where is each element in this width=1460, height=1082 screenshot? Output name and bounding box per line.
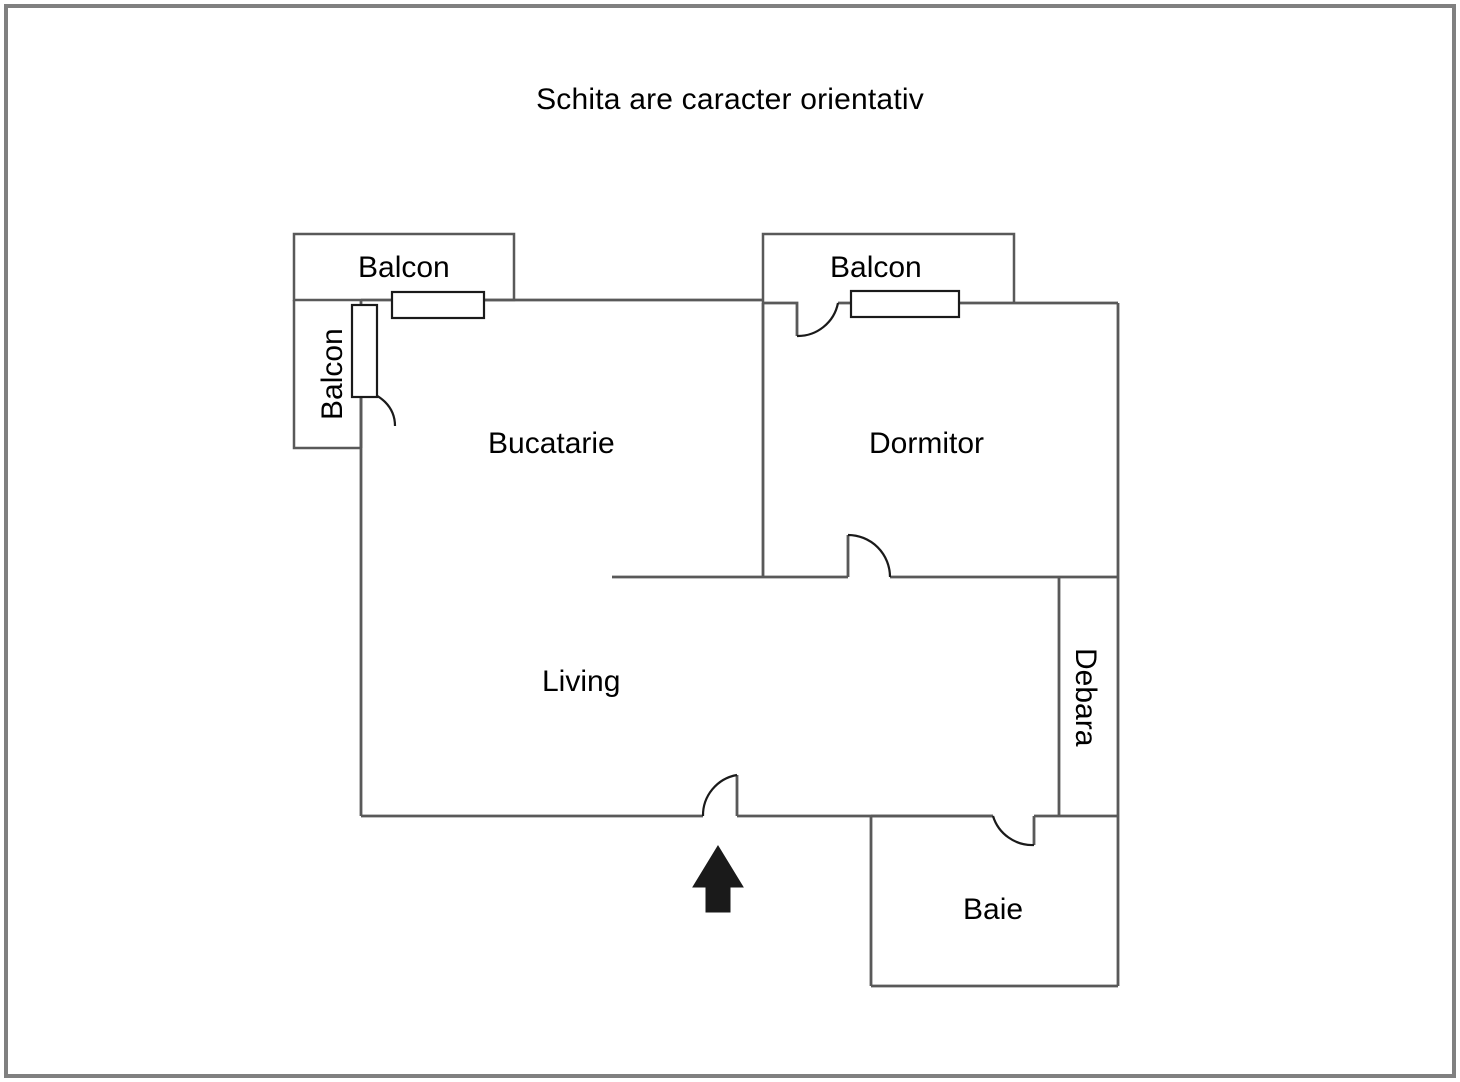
wall-top-dormitor — [763, 301, 799, 336]
door-swing-arcs — [360, 302, 1035, 847]
room-label-balcon-left-side: Balcon — [316, 328, 349, 420]
room-label-dormitor: Dormitor — [869, 427, 985, 460]
door-arc-debara — [991, 815, 1035, 847]
window-symbols — [350, 289, 961, 399]
apartment-walls — [359, 298, 1120, 988]
room-label-bucatarie: Bucatarie — [488, 427, 615, 460]
door-arc-balcony-right — [796, 302, 840, 338]
door-arc-entrance — [701, 773, 738, 817]
room-label-baie: Baie — [963, 893, 1024, 926]
room-label-debara: Debara — [1069, 648, 1102, 747]
window-balcony-top-left — [390, 290, 486, 320]
room-label-living: Living — [542, 665, 621, 698]
page-title: Schita are caracter orientativ — [536, 83, 924, 116]
window-balcony-top-right — [849, 289, 961, 319]
entrance-direction-arrow — [692, 845, 744, 913]
room-label-balcon-top-right: Balcon — [830, 251, 922, 284]
entrance-arrow-glyph — [692, 845, 744, 913]
door-arc-dormitor — [847, 533, 892, 578]
balcony-left-lower-outline — [292, 300, 361, 450]
balcony-right-outline — [761, 232, 1016, 303]
window-balcony-left-side — [350, 303, 379, 399]
room-label-balcon-top-left: Balcon — [358, 251, 450, 284]
